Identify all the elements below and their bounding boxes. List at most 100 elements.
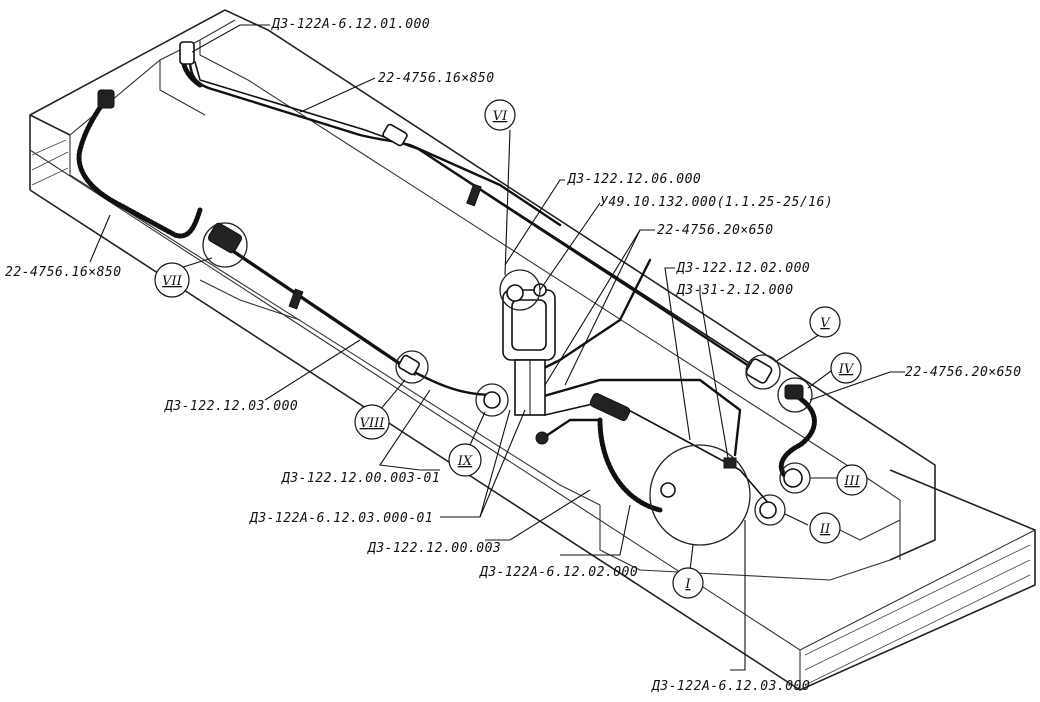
leader-pipe-02 <box>664 267 691 441</box>
leader-tube-02 <box>560 504 631 556</box>
leader-VII <box>179 257 213 269</box>
pipe-network <box>76 47 817 513</box>
detail-circle-I <box>649 444 751 546</box>
callout-VII-label: VII <box>162 274 183 289</box>
label-tube-03-01: ДЗ-122А-6.12.03.000-01 <box>249 511 433 526</box>
callout-VII: VII <box>154 262 190 298</box>
label-valve-spec: У49.10.132.000(1.1.25-25/16) <box>600 195 833 210</box>
valve-port <box>506 284 524 302</box>
frame-outline-bottom <box>29 189 1036 691</box>
label-pipe-003: ДЗ-122.12.00.003 <box>367 541 501 556</box>
valve-block <box>502 283 556 416</box>
leader-right-hose <box>809 371 905 401</box>
callout-IV-label: IV <box>838 362 855 377</box>
label-mid-hose: 22-4756.20×650 <box>657 223 774 238</box>
leader-valve-block <box>504 179 565 266</box>
detail-circle-VIII <box>395 350 429 384</box>
detail-circle-IX <box>475 383 509 417</box>
leader-IX <box>469 411 486 446</box>
frame-inner-edge <box>599 505 891 581</box>
callout-VI-label: VI <box>493 109 508 124</box>
fitting-top-rear <box>179 41 195 65</box>
label-top-hose: 22-4756.16×850 <box>378 71 495 86</box>
leader-mid-hose-a <box>544 229 655 386</box>
detail-circle-IV <box>777 377 813 413</box>
fitting-V <box>745 358 773 384</box>
label-valve-block: ДЗ-122.12.06.000 <box>567 172 701 187</box>
right-hose-core <box>780 394 815 481</box>
callout-V-label: V <box>820 316 831 331</box>
leader-II <box>784 513 809 526</box>
leader-tube-03-01-b <box>479 409 526 518</box>
fitting-IV <box>784 384 804 400</box>
fitting-VII <box>207 222 243 254</box>
label-left-pipe: ДЗ-122.12.03.000 <box>164 399 298 414</box>
callout-III-label: III <box>843 474 860 489</box>
label-pipe-003-01: ДЗ-122.12.00.003-01 <box>281 471 440 486</box>
detail-circle-VII <box>202 222 248 268</box>
leader-left-hose <box>89 214 111 263</box>
leader-pipe-003 <box>485 489 591 541</box>
fitting-III <box>783 468 803 488</box>
fitting-lower-left <box>535 431 549 445</box>
clamp-top <box>466 183 482 207</box>
leader-I <box>689 544 694 571</box>
callout-II-label: II <box>819 522 831 537</box>
frame-inner-edge <box>199 279 301 321</box>
fitting-top-mid <box>382 123 408 147</box>
leader-left-pipe <box>264 339 361 401</box>
frame-inner-edge <box>199 40 249 81</box>
fitting-VIII <box>398 354 420 376</box>
clamp-left <box>288 288 304 310</box>
leader-IV <box>807 367 836 389</box>
fitting-I <box>660 482 676 498</box>
callout-III: III <box>836 464 868 496</box>
leader-pipe-31 <box>699 285 729 459</box>
label-pipe-31: ДЗ-31-2.12.000 <box>676 283 794 298</box>
lower-hose-core <box>599 419 661 511</box>
label-top-fitting: ДЗ-122А-6.12.01.000 <box>271 17 430 32</box>
leader-VIII <box>379 379 406 411</box>
frame-inner-edge <box>247 79 901 560</box>
callout-II: II <box>809 512 841 544</box>
frame-inner-edge <box>159 60 206 116</box>
detail-circle-V <box>745 354 781 390</box>
leader-bottom-tube <box>730 520 746 671</box>
fitting-II <box>759 501 777 519</box>
fitting-pipe-02 <box>723 457 737 469</box>
callout-VI: VI <box>484 99 516 131</box>
label-bottom-tube: ДЗ-122А-6.12.03.000 <box>651 679 810 694</box>
machine-frame <box>29 9 1036 691</box>
label-right-hose: 22-4756.20×650 <box>905 365 1022 380</box>
leader-top-fitting <box>191 24 270 53</box>
frame-inner-edge <box>69 135 601 506</box>
detail-circle-II <box>754 494 786 526</box>
fitting-manifold <box>589 393 631 421</box>
leader-top-hose <box>299 77 376 113</box>
leader-lines <box>89 24 905 671</box>
valve-inner <box>511 299 547 351</box>
part-number-labels: ДЗ-122А-6.12.01.000 22-4756.16×850 22-47… <box>5 17 1022 694</box>
callout-VIII-label: VIII <box>360 416 386 431</box>
pipe-left-run-parallel <box>214 239 416 376</box>
pipe-center-right <box>528 378 742 457</box>
leader-pipe-003-01 <box>379 389 440 471</box>
callout-V: V <box>809 306 841 338</box>
callout-I: I <box>672 567 704 599</box>
pipe-lower-stub <box>538 418 602 442</box>
pipe-top-run <box>188 58 562 227</box>
callout-IX: IX <box>448 443 482 477</box>
frame-edge <box>29 114 71 136</box>
leader-mid-hose-b <box>564 229 641 386</box>
callout-IV: IV <box>830 352 862 384</box>
label-tube-02: ДЗ-122А-6.12.02.000 <box>479 565 638 580</box>
leader-valve-spec <box>539 202 601 291</box>
fitting-IX <box>483 391 501 409</box>
detail-circles <box>202 222 813 546</box>
pipe-left-run <box>208 233 497 397</box>
fitting-left-rear <box>97 89 115 109</box>
pipe-top-run-parallel <box>194 61 761 371</box>
left-hose-core <box>78 99 201 237</box>
